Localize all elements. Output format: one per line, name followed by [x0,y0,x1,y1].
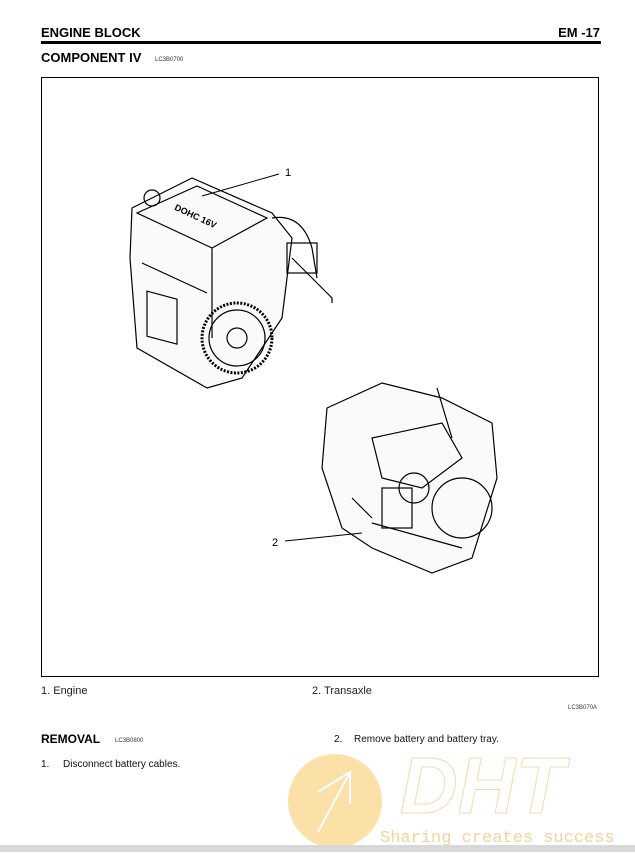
watermark-logo-circle [288,754,382,848]
callout-line-2 [284,532,363,542]
caption-transaxle: 2. Transaxle [312,685,372,697]
step-1-number: 1. [41,759,50,770]
transaxle-drawing [321,382,498,574]
callout-line-1 [201,173,280,197]
watermark-logo: DHT [399,741,565,831]
caption-engine: 1. Engine [41,685,88,697]
component-code: LC3B0700 [155,57,184,63]
page-number: EM -17 [558,25,600,40]
step-2-number: 2. [334,734,343,745]
callout-2: 2 [272,537,278,549]
step-1-text: Disconnect battery cables. [63,759,181,770]
arrow-icon [317,770,351,833]
removal-code: LC3B0800 [115,738,144,744]
figure-code: LC3B070A [568,705,598,711]
component-figure: DOHC 16V 1 2 [41,77,599,677]
step-2-text: Remove battery and battery tray. [354,734,499,745]
removal-title: REMOVAL [41,732,101,746]
engine-drawing [129,177,333,389]
bottom-bar [0,845,635,852]
component-title: COMPONENT IV [41,50,142,65]
engine-transaxle-illustration: DOHC 16V 1 2 [129,167,498,574]
section-title: ENGINE BLOCK [41,25,141,40]
watermark-tagline: Sharing creates success [380,829,615,848]
header-rule [41,41,601,44]
callout-1: 1 [285,167,291,179]
